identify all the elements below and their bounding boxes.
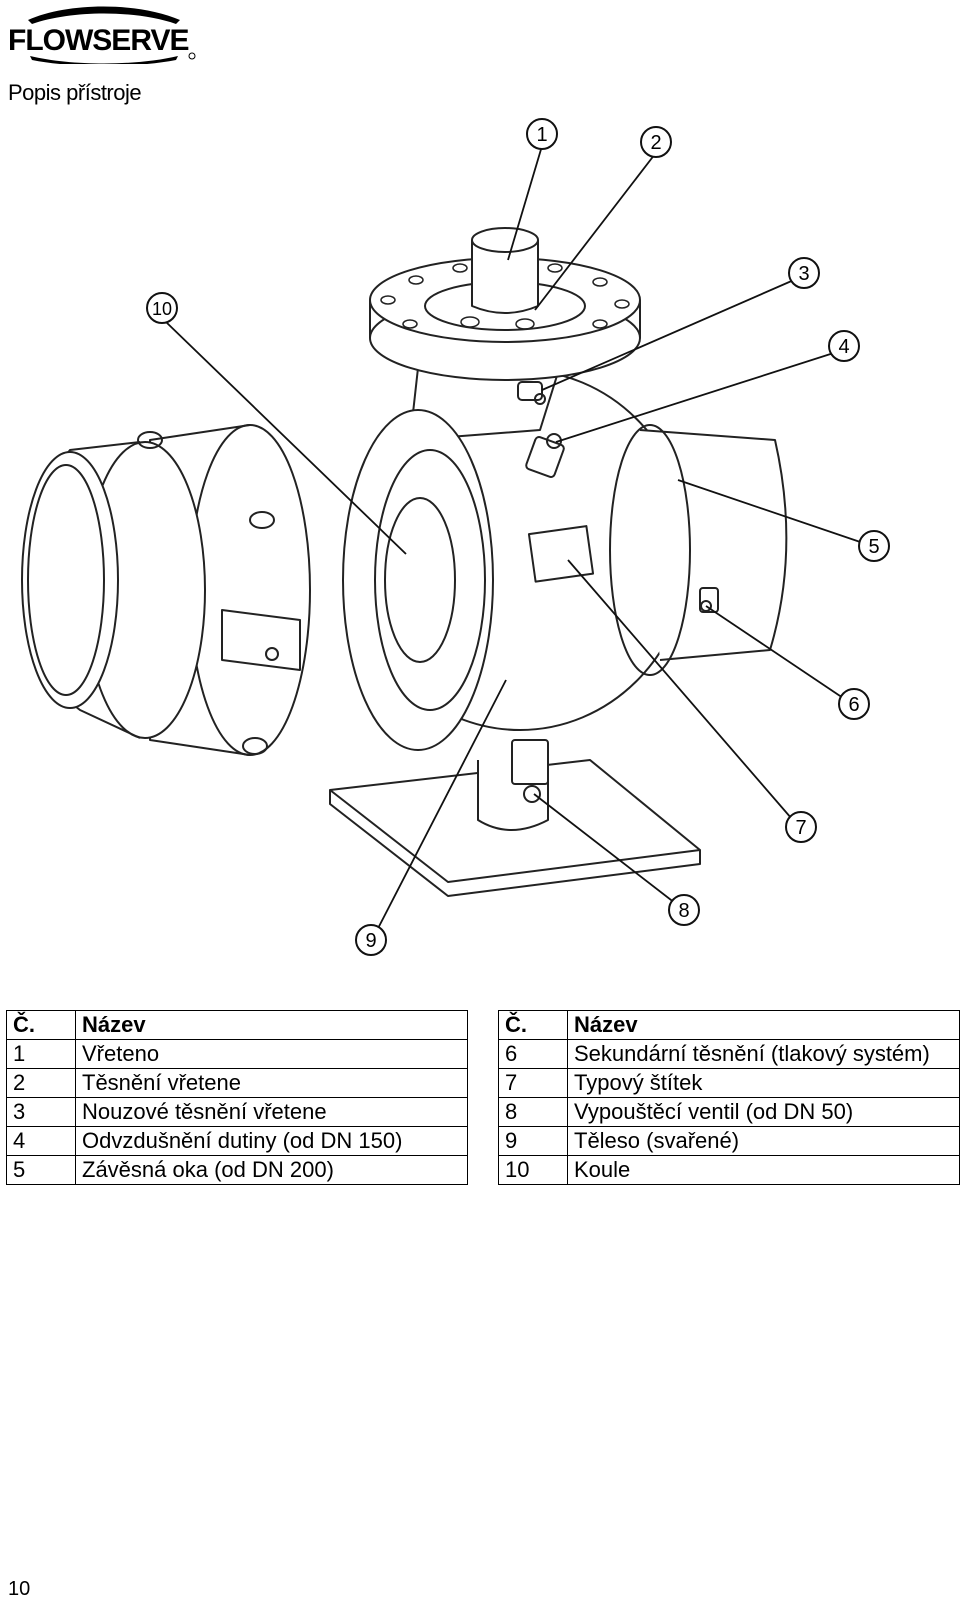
table-header-row: Č. Název (6, 1010, 468, 1040)
callout-8: 8 (678, 900, 689, 922)
valve-exploded-drawing: 1 2 3 4 5 6 7 8 9 10 (21, 118, 890, 956)
row-number: 7 (498, 1068, 568, 1098)
row-number: 2 (6, 1068, 76, 1098)
row-name: Typový štítek (567, 1068, 960, 1098)
row-name: Těleso (svařené) (567, 1126, 960, 1156)
callout-7: 7 (795, 817, 806, 839)
row-number: 9 (498, 1126, 568, 1156)
svg-text:FLOWSERVE: FLOWSERVE (8, 24, 188, 57)
callout-9: 9 (365, 930, 376, 952)
callout-4: 4 (838, 336, 849, 358)
row-name: Nouzové těsnění vřetene (75, 1097, 468, 1127)
flowserve-logo: FLOWSERVE (8, 6, 196, 64)
row-name: Závěsná oka (od DN 200) (75, 1155, 468, 1185)
callout-5: 5 (868, 536, 879, 558)
row-name: Vypouštěcí ventil (od DN 50) (567, 1097, 960, 1127)
callout-1: 1 (536, 124, 547, 146)
callout-2: 2 (650, 132, 661, 154)
row-number: 8 (498, 1097, 568, 1127)
page-number: 10 (8, 1578, 31, 1600)
row-number: 6 (498, 1039, 568, 1069)
row-number: 4 (6, 1126, 76, 1156)
callout-6: 6 (848, 694, 859, 716)
ball (384, 497, 456, 663)
row-number: 3 (6, 1097, 76, 1127)
table-header-row: Č. Název (498, 1010, 960, 1040)
row-number: 1 (6, 1039, 76, 1069)
callout-10: 10 (152, 299, 172, 319)
row-number: 10 (498, 1155, 568, 1185)
row-name: Vřeteno (75, 1039, 468, 1069)
col-header-number: Č. (6, 1010, 76, 1040)
col-header-number: Č. (498, 1010, 568, 1040)
callout-3: 3 (798, 263, 809, 285)
col-header-name: Název (75, 1010, 468, 1040)
row-number: 5 (6, 1155, 76, 1185)
col-header-name: Název (567, 1010, 960, 1040)
row-name: Sekundární těsnění (tlakový systém) (567, 1039, 960, 1069)
row-name: Koule (567, 1155, 960, 1185)
section-title: Popis přístroje (8, 80, 142, 105)
name-plate (527, 525, 595, 583)
row-name: Odvzdušnění dutiny (od DN 150) (75, 1126, 468, 1156)
row-name: Těsnění vřetene (75, 1068, 468, 1098)
